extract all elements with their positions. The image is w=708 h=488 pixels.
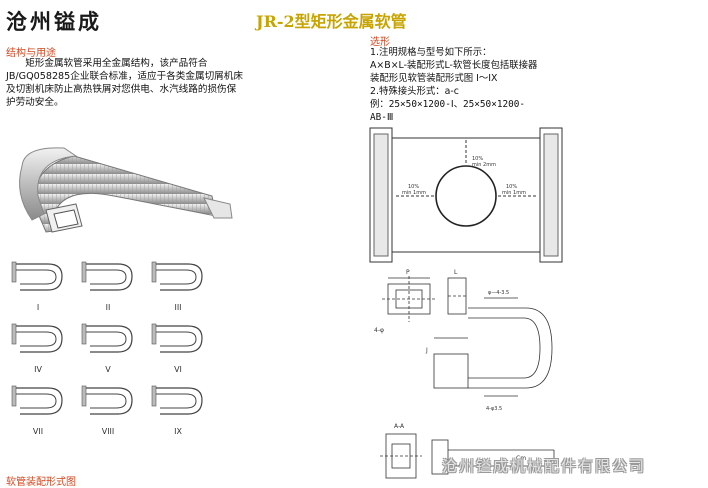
hose-product-image xyxy=(19,147,233,233)
assembly-form-label: VII xyxy=(33,427,43,436)
selection-line: A×B×L-装配形式L-软管长度包括联接器 xyxy=(370,60,538,71)
selection-line: AB-Ⅲ xyxy=(370,112,394,123)
svg-text:Cm: Cm xyxy=(516,455,526,462)
cross-section-diagram: 10% min 2mm 10% min 1mm 10% min 1mm xyxy=(369,127,563,263)
page-title: JR-2型矩形金属软管 xyxy=(256,12,407,31)
structure-text: 矩形金属软管采用全金属结构，该产品符合JB/GQ058285企业联合标准，适应于… xyxy=(6,58,243,108)
assembly-form-9: IX xyxy=(151,385,203,436)
assembly-form-3: III xyxy=(151,261,203,312)
svg-text:A-A: A-A xyxy=(394,423,405,430)
svg-text:min 1mm: min 1mm xyxy=(402,190,426,196)
assembly-form-label: III xyxy=(174,303,181,312)
assembly-form-label: VIII xyxy=(102,427,115,436)
selection-heading: 选形 xyxy=(370,37,390,48)
label-left: 10% xyxy=(408,184,419,190)
assembly-form-label: I xyxy=(37,303,39,312)
svg-text:4-φ3.5: 4-φ3.5 xyxy=(486,406,502,412)
selection-lines: 1.注明规格与型号如下所示： A×B×L-装配形式L-软管长度包括联接器 装配形… xyxy=(370,46,610,124)
assembly-form-4: IV xyxy=(11,323,63,374)
assembly-form-label: II xyxy=(106,303,111,312)
company-watermark: 沧州镒成机械配件有限公司 xyxy=(442,457,647,475)
svg-text:min 1mm: min 1mm xyxy=(502,190,526,196)
selection-line: 装配形见软管装配形式图 I～IX xyxy=(370,73,498,84)
assembly-form-label: IV xyxy=(34,365,42,374)
selection-line: 1.注明规格与型号如下所示： xyxy=(370,47,492,58)
assembly-form-6: VI xyxy=(151,323,203,374)
structure-heading: 结构与用途 xyxy=(6,48,56,59)
svg-text:φ—4-3.5: φ—4-3.5 xyxy=(488,290,509,296)
svg-text:min 2mm: min 2mm xyxy=(472,162,496,168)
brand-name: 沧州镒成 xyxy=(6,9,102,34)
selection-line: 例：25×50×1200-Ⅰ、25×50×1200- xyxy=(370,99,526,110)
assembly-form-1: I xyxy=(11,261,63,312)
assembly-form-5: V xyxy=(81,323,133,374)
svg-text:P: P xyxy=(406,269,410,276)
forms-caption: 软管装配形式图 xyxy=(6,477,76,488)
section-aa-drawing: A-A Cm xyxy=(380,423,555,479)
assembly-form-7: VII xyxy=(11,385,63,436)
structure-paragraph: 矩形金属软管采用全金属结构，该产品符合JB/GQ058285企业联合标准，适应于… xyxy=(6,57,244,109)
label-top: 10% xyxy=(472,156,483,162)
assembly-form-label: VI xyxy=(174,365,182,374)
assembly-form-label: V xyxy=(105,365,111,374)
svg-text:L: L xyxy=(454,269,458,276)
svg-text:J: J xyxy=(425,347,428,354)
svg-text:4-φ: 4-φ xyxy=(374,327,384,334)
assembly-form-8: VIII xyxy=(81,385,133,436)
label-right: 10% xyxy=(506,184,517,190)
assembly-form-2: II xyxy=(81,261,133,312)
dimension-drawing: P L 4-φ J φ—4-3.5 4-φ3.5 xyxy=(374,269,553,412)
selection-line: 2.特殊接头形式：a-c xyxy=(370,86,459,97)
assembly-form-label: IX xyxy=(174,427,182,436)
